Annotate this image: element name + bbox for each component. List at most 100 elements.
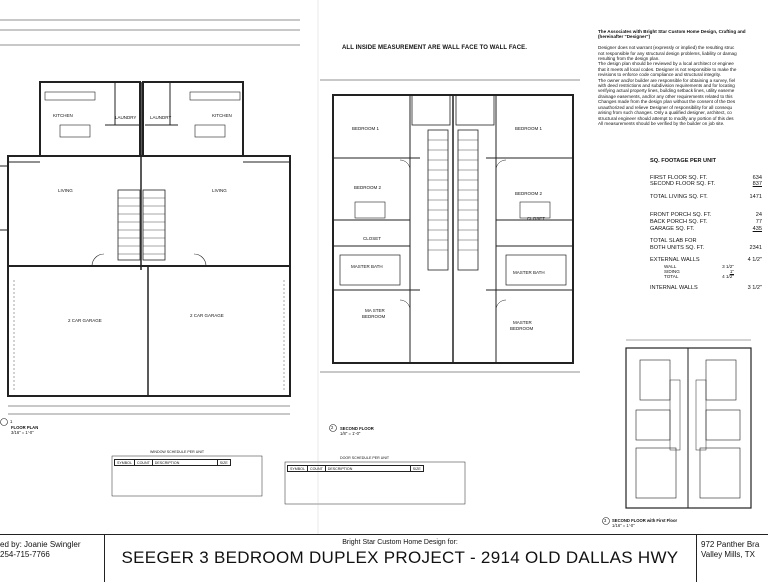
room-garage-right: 2 CAR GARAGE — [190, 313, 224, 318]
designer-phone: 254-715-7766 — [0, 550, 50, 559]
first-floor-title: FLOOR PLAN — [11, 425, 39, 430]
designer-name: ed by: Joanie Swingler — [0, 540, 81, 549]
note-line: The owner and/or builder are responsible… — [598, 77, 736, 83]
inset-plan — [602, 339, 752, 525]
title-block: ed by: Joanie Swingler 254-715-7766 Brig… — [0, 534, 768, 582]
room-laundry-right: LAUNDRY — [150, 115, 172, 120]
slab-label-1: TOTAL SLAB FOR — [650, 238, 697, 245]
note-line: drainage easements, and/or any other req… — [598, 93, 733, 99]
designer-notes: The Associates with Bright Star Custom H… — [598, 29, 768, 126]
dimension-note: ALL INSIDE MEASUREMENT ARE WALL FACE TO … — [342, 45, 528, 51]
int-walls-value: 3 1/2" — [747, 284, 762, 291]
room-living-right: LIVING — [212, 188, 227, 193]
note-line: not responsible for any structural desig… — [598, 50, 737, 56]
window-schedule: SYMBOL COUNT DESCRIPTION SIZE — [114, 459, 231, 466]
slab-label-2: BOTH UNITS SQ. FT. — [650, 244, 705, 251]
door-col-size: SIZE — [409, 465, 424, 472]
room-laundry-left: LAUNDRY — [115, 115, 137, 120]
ext-walls-label: EXTERNAL WALLS — [650, 257, 700, 264]
room-bedroom2-right: BEDROOM 2 — [515, 191, 543, 196]
window-schedule-title: WINDOW SCHEDULE PER UNIT — [150, 450, 205, 454]
plan-number-1: 1 — [10, 419, 13, 424]
slab-value: 2341 — [749, 244, 762, 251]
note-line: verifying actual property lines, buildin… — [598, 88, 735, 94]
wall-label: WALL — [664, 263, 677, 269]
room-kitchen-left: KITCHEN — [53, 113, 73, 118]
room-living-left: LIVING — [58, 188, 73, 193]
room-master-right-line1: MASTER — [513, 320, 532, 325]
address-line1: 972 Panther Bra — [701, 540, 760, 549]
first-floor-label: FIRST FLOOR SQ. FT. — [650, 174, 708, 181]
front-porch-value: 24 — [755, 212, 762, 219]
int-walls-label: INTERNAL WALLS — [650, 284, 698, 291]
sqft-table: SQ. FOOTAGE PER UNIT FIRST FLOOR SQ. FT.… — [650, 158, 762, 292]
second-floor-label: SECOND FLOOR SQ. FT. — [650, 181, 716, 188]
second-floor-scale: 1/8" = 1'-0" — [340, 431, 361, 436]
back-porch-value: 77 — [755, 218, 762, 225]
window-col-symbol: SYMBOL — [114, 459, 135, 466]
note-line: Changes made from the design plan withou… — [598, 99, 736, 105]
siding-label: SIDING — [664, 268, 680, 274]
room-closet-right: CLOSET — [527, 216, 546, 221]
total-living-label: TOTAL LIVING SQ. FT. — [650, 193, 708, 200]
note-line: Designer does not warrant (expressly or … — [598, 45, 735, 51]
room-master-bath-right: MASTER BATH — [513, 270, 545, 275]
note-line: All measurements should be verified by t… — [598, 120, 725, 126]
room-master-left-line1: MA STER — [365, 308, 385, 313]
first-floor-plan — [0, 19, 300, 426]
room-bedroom2-left: BEDROOM 2 — [354, 185, 382, 190]
first-floor-value: 634 — [752, 174, 762, 181]
window-col-description: DESCRIPTION — [151, 459, 218, 466]
window-col-count: COUNT — [133, 459, 153, 466]
ext-walls-value: 4 1/2" — [747, 257, 762, 264]
room-closet-left: CLOSET — [363, 236, 382, 241]
siding-value: 1" — [729, 268, 734, 274]
room-garage-left: 2 CAR GARAGE — [68, 318, 102, 323]
project-subtitle: Bright Star Custom Home Design for: — [342, 539, 458, 546]
note-line: The design plan should be reviewed by a … — [598, 61, 734, 67]
door-col-count: COUNT — [306, 465, 326, 472]
note-line: that it meets all local codes. Designer … — [598, 66, 737, 72]
sqft-title: SQ. FOOTAGE PER UNIT — [650, 158, 717, 164]
note-line: unauthorized and relieve Designer of res… — [598, 104, 733, 110]
garage-label: GARAGE SQ. FT. — [650, 225, 695, 232]
inset-scale: 1/16" = 1'-0" — [612, 523, 635, 528]
note-line: The Associates with Bright Star Custom H… — [598, 29, 746, 34]
total-label: TOTAL — [664, 273, 679, 279]
note-line: structural engineer should attempt to mo… — [598, 115, 734, 121]
project-name: SEEGER 3 BEDROOM DUPLEX PROJECT - 2914 O… — [121, 548, 679, 567]
front-porch-label: FRONT PORCH SQ. FT. — [650, 212, 712, 219]
plan-number-3: 3 — [604, 518, 607, 523]
note-line: with deed restrictions and subdivision r… — [598, 83, 735, 89]
room-master-left-line2: BEDROOM — [362, 314, 386, 319]
second-floor-value: 837 — [752, 181, 762, 188]
note-line: revisions to enforce code compliance and… — [598, 72, 721, 78]
room-bedroom1-right: BEDROOM 1 — [515, 126, 543, 131]
door-col-description: DESCRIPTION — [324, 465, 411, 472]
project-title: Bright Star Custom Home Design for: SEEG… — [105, 535, 695, 577]
total-living-value: 1471 — [749, 193, 762, 200]
wall-value: 3 1/2" — [722, 263, 734, 269]
plan-drawings — [0, 0, 752, 534]
inset-title: SECOND FLOOR with First Floor — [612, 518, 678, 523]
back-porch-label: BACK PORCH SQ. FT. — [650, 218, 708, 225]
first-floor-scale: 3/16" = 1'-0" — [11, 430, 34, 435]
door-schedule: SYMBOL COUNT DESCRIPTION SIZE — [287, 465, 424, 472]
note-line: resulting from the design plan. — [598, 56, 660, 62]
room-master-bath-left: MASTER BATH — [351, 264, 383, 269]
total-value: 4 1/2" — [722, 273, 734, 279]
door-col-symbol: SYMBOL — [287, 465, 308, 472]
garage-value: 435 — [752, 225, 762, 232]
second-floor-title: SECOND FLOOR — [340, 426, 374, 431]
room-master-right-line2: BEDROOM — [510, 326, 534, 331]
address-line2: Valley Mills, TX — [701, 550, 755, 559]
room-bedroom1-left: BEDROOM 1 — [352, 126, 380, 131]
note-line: arising from such changes. Only a qualif… — [598, 110, 732, 116]
designer-contact: ed by: Joanie Swingler 254-715-7766 — [0, 535, 105, 582]
door-schedule-title: DOOR SCHEDULE PER UNIT — [340, 456, 390, 460]
second-floor-plan — [320, 79, 580, 432]
window-col-size: SIZE — [216, 459, 231, 466]
room-kitchen-right: KITCHEN — [212, 113, 232, 118]
note-line: (hereinafter "Designer") — [598, 34, 651, 40]
